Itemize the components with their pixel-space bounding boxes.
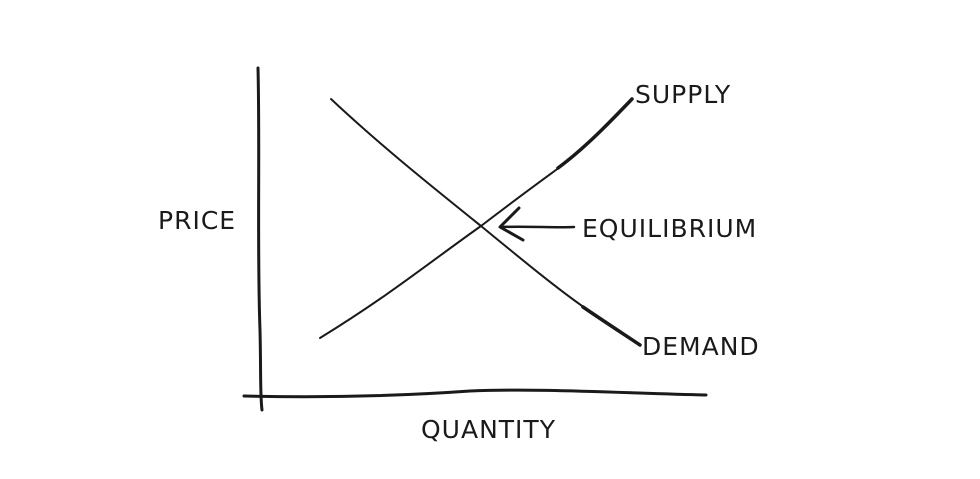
equilibrium-arrowhead <box>498 206 525 242</box>
y-axis-label: PRICE <box>158 206 236 235</box>
equilibrium-arrow-shaft <box>498 225 576 229</box>
supply-label: SUPPLY <box>635 80 731 109</box>
demand-label: DEMAND <box>642 332 760 361</box>
supply-curve-thin <box>319 166 561 339</box>
demand-curve-thin <box>330 98 586 309</box>
y-axis-line <box>256 66 264 412</box>
demand-curve-thick <box>581 305 642 347</box>
equilibrium-label: EQUILIBRIUM <box>582 214 757 243</box>
supply-curve-thick <box>556 97 634 170</box>
x-axis-label: QUANTITY <box>421 415 556 444</box>
x-axis-line <box>242 388 708 399</box>
